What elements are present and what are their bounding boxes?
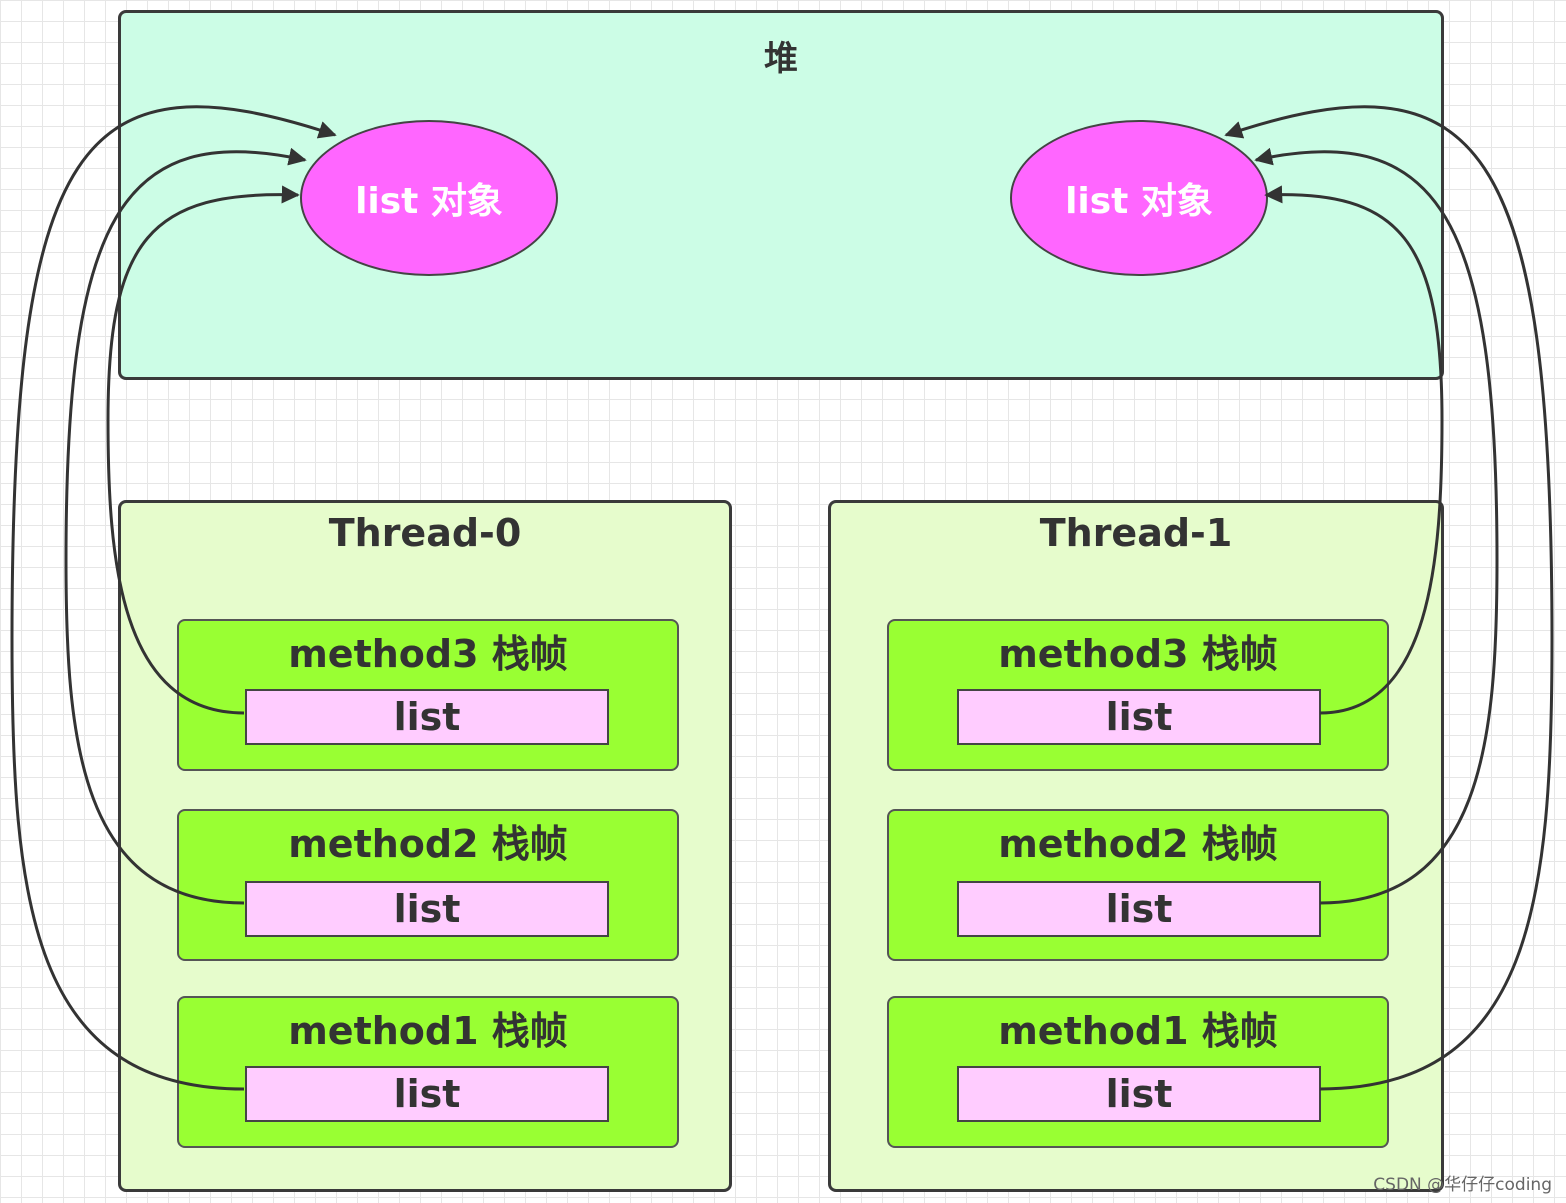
frame-title: method2 栈帧 <box>288 822 568 866</box>
arrow-t0-method2 <box>64 147 307 905</box>
frame-title: method1 栈帧 <box>288 1009 568 1053</box>
thread-1-title: Thread-1 <box>1039 511 1233 555</box>
list-variable: list <box>245 1066 609 1122</box>
thread-1-method1-frame: method1 栈帧 list <box>887 996 1389 1148</box>
arrow-t1-method2 <box>1254 147 1499 905</box>
list-variable: list <box>957 689 1321 745</box>
frame-title: method3 栈帧 <box>998 632 1278 676</box>
thread-1-method3-frame: method3 栈帧 list <box>887 619 1389 771</box>
list-object-right: list 对象 <box>1010 120 1268 276</box>
thread-0-title: Thread-0 <box>328 511 522 555</box>
thread-1-method2-frame: method2 栈帧 list <box>887 809 1389 961</box>
list-object-left: list 对象 <box>300 120 558 276</box>
heap-title: 堆 <box>764 39 798 79</box>
thread-0-stack: Thread-0 method3 栈帧 list method2 栈帧 list… <box>118 500 732 1192</box>
arrow-t0-method1 <box>10 105 337 1091</box>
frame-title: method3 栈帧 <box>288 632 568 676</box>
frame-title: method1 栈帧 <box>998 1009 1278 1053</box>
frame-title: method2 栈帧 <box>998 822 1278 866</box>
list-variable: list <box>957 1066 1321 1122</box>
thread-0-method3-frame: method3 栈帧 list <box>177 619 679 771</box>
list-variable: list <box>957 881 1321 937</box>
thread-1-stack: Thread-1 method3 栈帧 list method2 栈帧 list… <box>828 500 1444 1192</box>
list-variable: list <box>245 881 609 937</box>
thread-0-method1-frame: method1 栈帧 list <box>177 996 679 1148</box>
thread-0-method2-frame: method2 栈帧 list <box>177 809 679 961</box>
csdn-watermark: CSDN @华仔仔coding <box>1373 1175 1552 1195</box>
arrow-t0-method3 <box>106 185 300 715</box>
list-variable: list <box>245 689 609 745</box>
arrow-t1-method3 <box>1264 185 1444 715</box>
arrow-t1-method1 <box>1224 105 1554 1091</box>
